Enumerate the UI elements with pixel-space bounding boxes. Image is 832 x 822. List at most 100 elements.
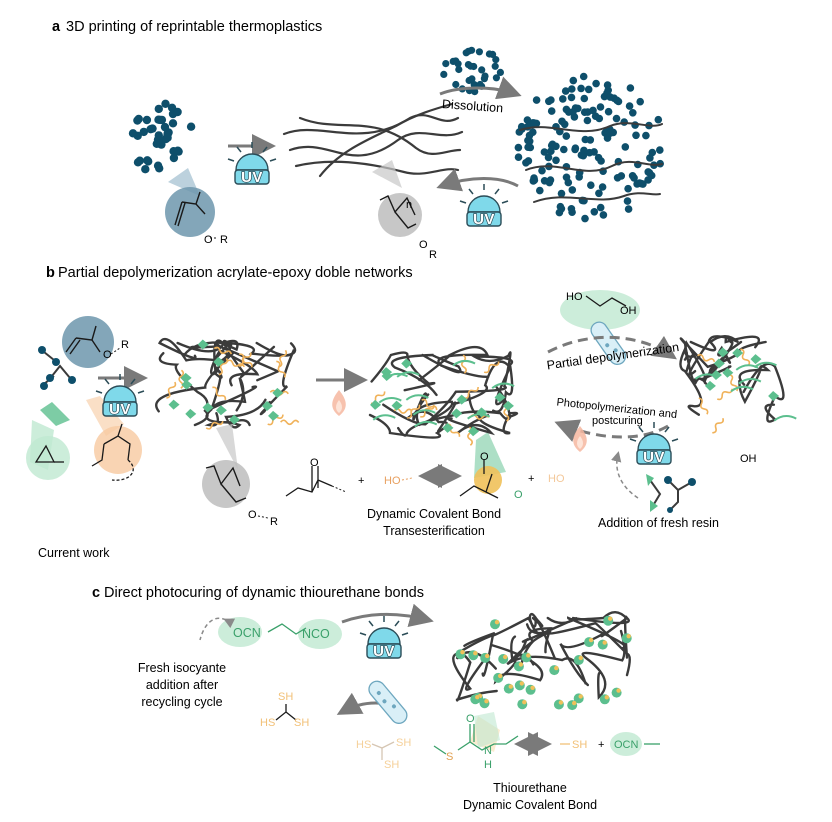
monomer-dot [538,166,546,175]
flame-icon [573,426,587,452]
monomer-dot [139,127,148,137]
monomer-dot [567,93,576,102]
monomer-dot [514,143,523,152]
fresh-isocyanate-label-2: addition after [146,678,218,692]
monomer-dot [565,108,573,116]
monomer-dot [155,164,164,173]
r-group-label-2: R [270,516,278,528]
anhydride-link [213,346,233,355]
monomer-dot [470,62,478,71]
arrow-reprint [436,168,519,192]
monomer-dot [637,179,645,188]
monomer-dot [134,114,143,124]
fresh-resin-molecules [646,474,696,513]
polymer-strand [463,614,544,647]
polymer-strand [157,337,231,363]
monomer-dot [561,87,570,95]
monomer-dot [587,181,595,189]
thiol-node [578,694,583,699]
monomer-dot [568,186,577,194]
plus-sign-2: + [528,473,534,485]
anhydride-link [420,404,435,418]
uv-lamp-icon: UV [95,373,145,419]
monomer-dot [617,172,626,180]
monomer-dot [155,115,165,125]
monomer-dot [626,84,635,92]
n-label: n [406,199,412,211]
monomer-dot [589,106,597,115]
monomer-dot [614,97,623,106]
epoxy-node [502,400,514,411]
epoxy-node [494,392,506,403]
monomer-dot [540,148,549,156]
epoxy-node [370,399,382,410]
terminal-oh-label: OH [740,453,757,465]
polymer-strand [469,353,514,413]
panel-c-title: c Direct photocuring of dynamic thiouret… [92,585,424,601]
monomer-dot [547,96,555,104]
epoxy-node [704,380,716,391]
epoxy-bubble [26,402,70,480]
diisocyanate: OCN NCO [218,617,342,649]
plus-sign: + [598,739,604,751]
monomer-dot [547,107,556,115]
monomer-dot [562,132,571,140]
monomer-dot [186,122,196,131]
anhydride-link [278,349,288,368]
epoxy-strand [738,378,762,385]
monomer-dot [530,119,538,127]
flame-icon [332,390,346,416]
epoxy-node [456,394,468,405]
epoxy-node [442,422,454,433]
thiol-node [460,650,465,655]
epoxy-node [468,426,480,437]
epoxy-strand [405,394,429,401]
thiourethane-s-label: S [446,751,453,763]
monomer-dot [590,208,599,216]
monomer-dot [558,117,566,126]
panel-a-title: a 3D printing of reprintable thermoplast… [52,19,322,35]
crosslinker-molecules [38,346,76,390]
monomer-dot [161,99,170,109]
oxygen-label-2: O [248,509,257,521]
thiol-node [602,640,607,645]
uv-label: UV [473,211,495,228]
anhydride-link [698,397,709,415]
thiol-node [522,700,527,705]
oxygen-label-2: O [419,239,428,251]
polymer-strand [525,621,631,677]
monomer-dot [606,93,614,101]
carbonyl-o-label-2: O [480,451,489,463]
monomer-cluster-small [440,46,504,96]
arrow-photocuring [341,603,434,627]
fresh-resin-label: Addition of fresh resin [598,516,719,530]
epoxy-node [768,391,780,402]
monomer-dot [547,141,556,150]
monomer-dot [524,136,532,145]
epoxy-node [168,399,180,410]
monomer-dot [656,146,664,154]
epoxy-node [180,372,192,383]
monomer-dot [452,80,460,89]
monomer-dot [596,103,605,111]
monomer-dot [604,107,613,116]
polymer-strand [368,410,449,439]
monomer-dot [644,168,652,176]
monomer-dot [560,145,568,154]
panel-letter-b: b [46,265,55,281]
monomer-dot [562,173,571,182]
epoxy-node [185,408,197,419]
monomer-dot [581,214,589,223]
thiol-node [475,695,480,700]
epoxy-node [401,358,413,369]
polymer-strand [205,356,251,427]
monomer-dot [595,114,604,123]
panel-a-title-text: 3D printing of reprintable thermoplastic… [66,19,322,35]
monomer-dot [464,47,472,55]
r-group-label: R [121,339,129,351]
panel-letter-a: a [52,19,61,35]
monomer-dot [577,84,585,93]
polymer-strand [520,612,556,668]
monomer-dot [632,131,640,140]
